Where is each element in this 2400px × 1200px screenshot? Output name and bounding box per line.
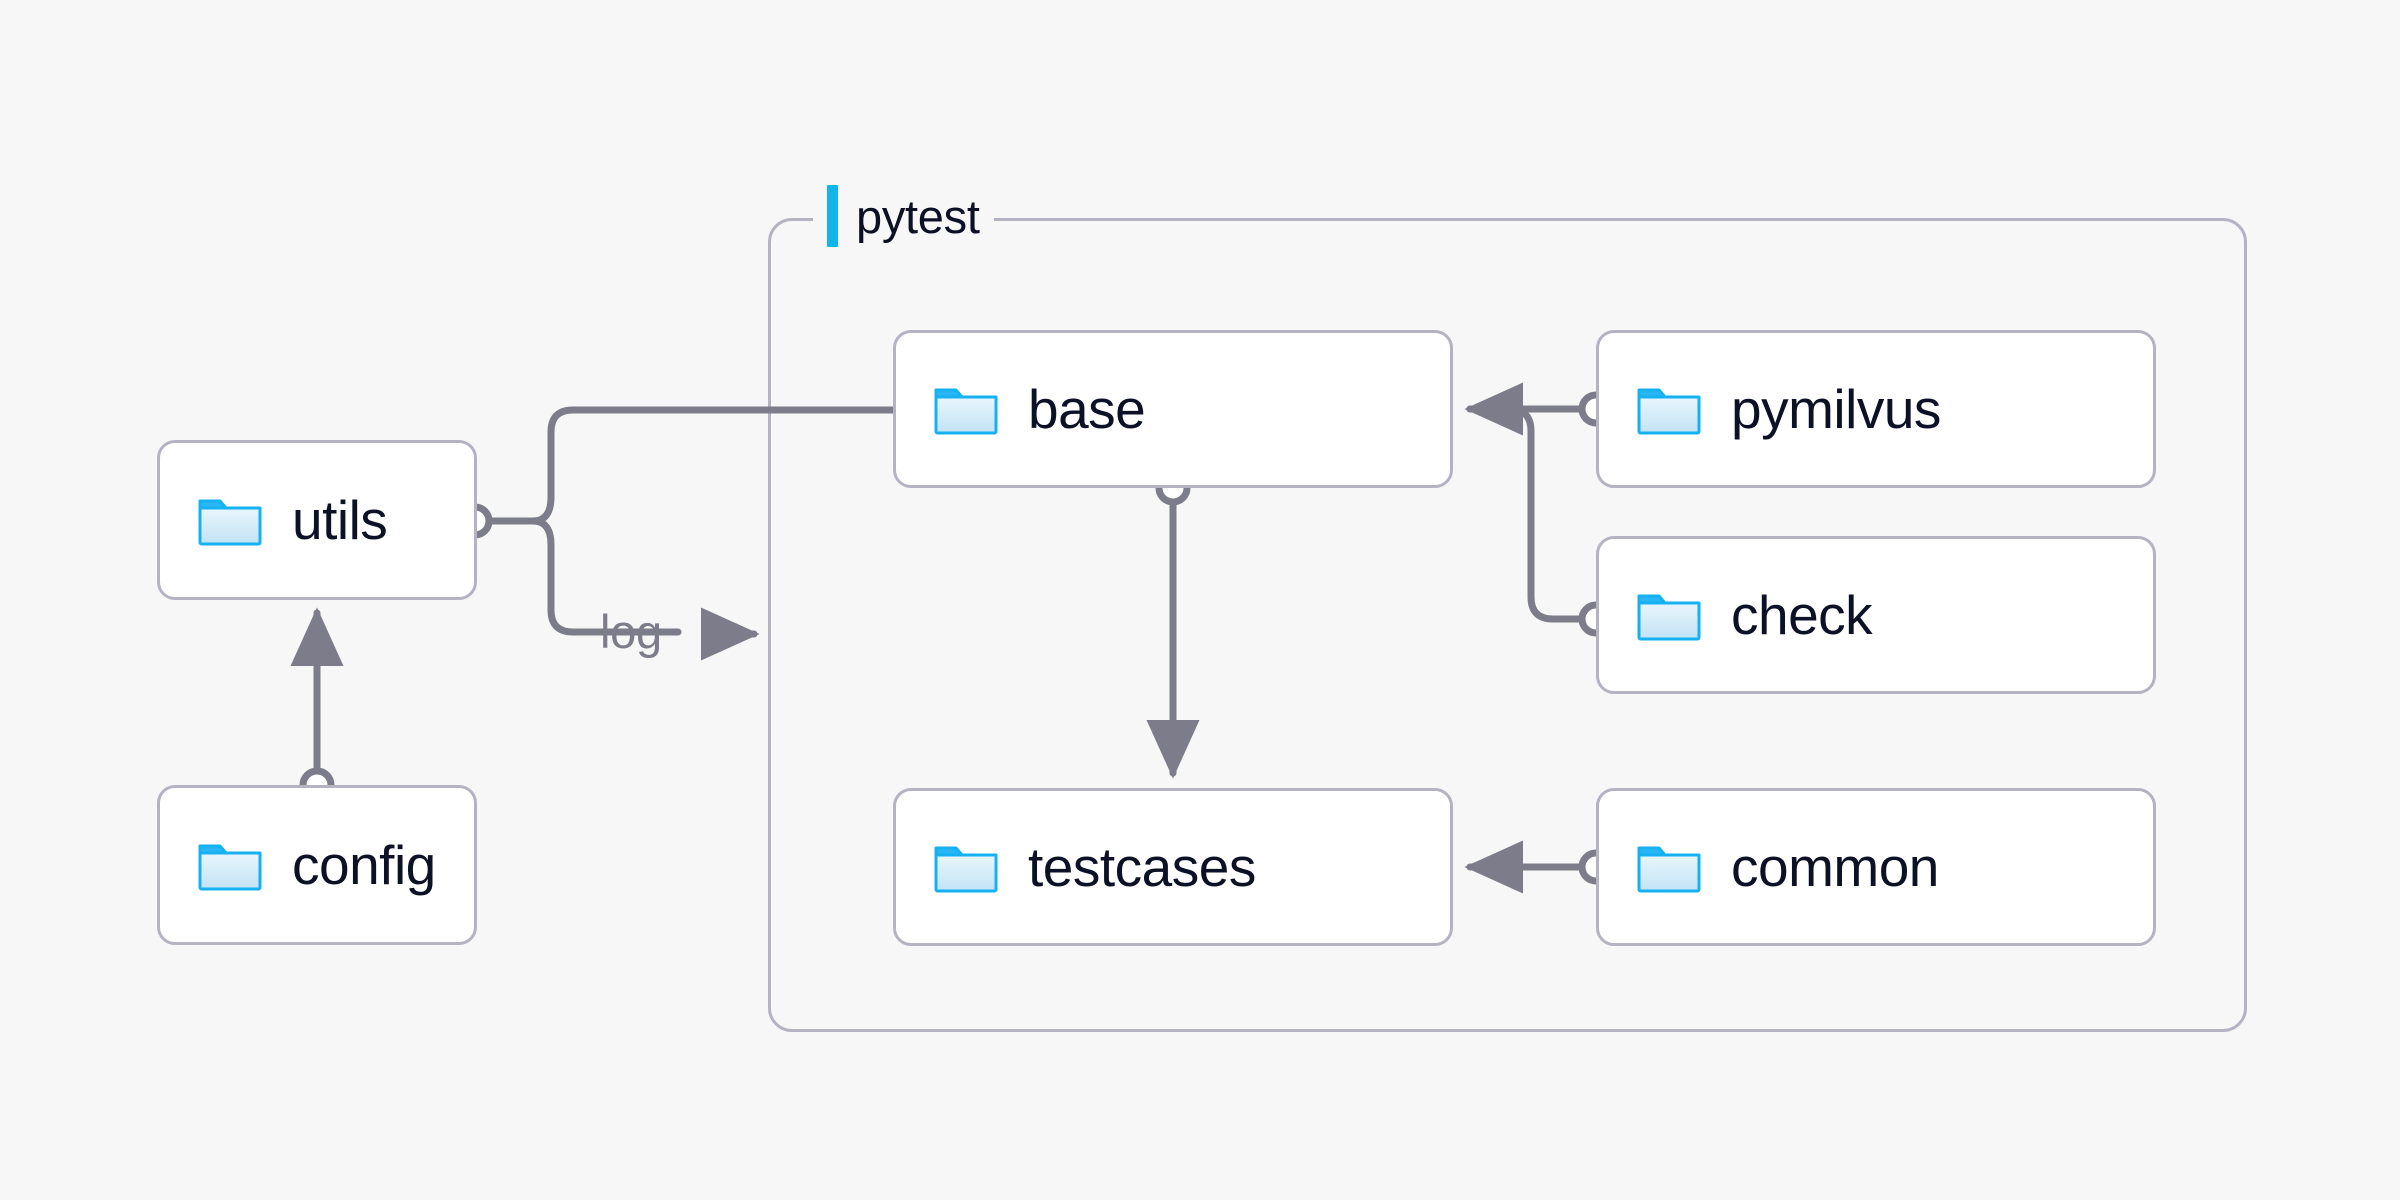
folder-icon — [198, 499, 262, 546]
folder-icon — [198, 844, 262, 891]
node-label: check — [1731, 583, 1873, 646]
folder-icon — [1637, 594, 1701, 641]
folder-icon — [934, 846, 998, 893]
edge-label-log: log — [600, 605, 662, 658]
node-config[interactable]: config — [157, 785, 477, 945]
node-pymilvus[interactable]: pymilvus — [1596, 330, 2156, 488]
group-label-pytest: pytest — [813, 185, 994, 247]
folder-icon — [1637, 388, 1701, 435]
node-testcases[interactable]: testcases — [893, 788, 1453, 946]
accent-bar-icon — [827, 185, 838, 247]
node-label: common — [1731, 835, 1939, 898]
node-common[interactable]: common — [1596, 788, 2156, 946]
node-utils[interactable]: utils — [157, 440, 477, 600]
node-label: base — [1028, 377, 1146, 440]
group-container-pytest — [768, 218, 2247, 1032]
node-label: config — [292, 833, 436, 896]
node-label: testcases — [1028, 835, 1256, 898]
node-check[interactable]: check — [1596, 536, 2156, 694]
node-base[interactable]: base — [893, 330, 1453, 488]
node-label: pymilvus — [1731, 377, 1941, 440]
node-label: utils — [292, 488, 388, 551]
folder-icon — [1637, 846, 1701, 893]
folder-icon — [934, 388, 998, 435]
group-title: pytest — [856, 189, 980, 243]
